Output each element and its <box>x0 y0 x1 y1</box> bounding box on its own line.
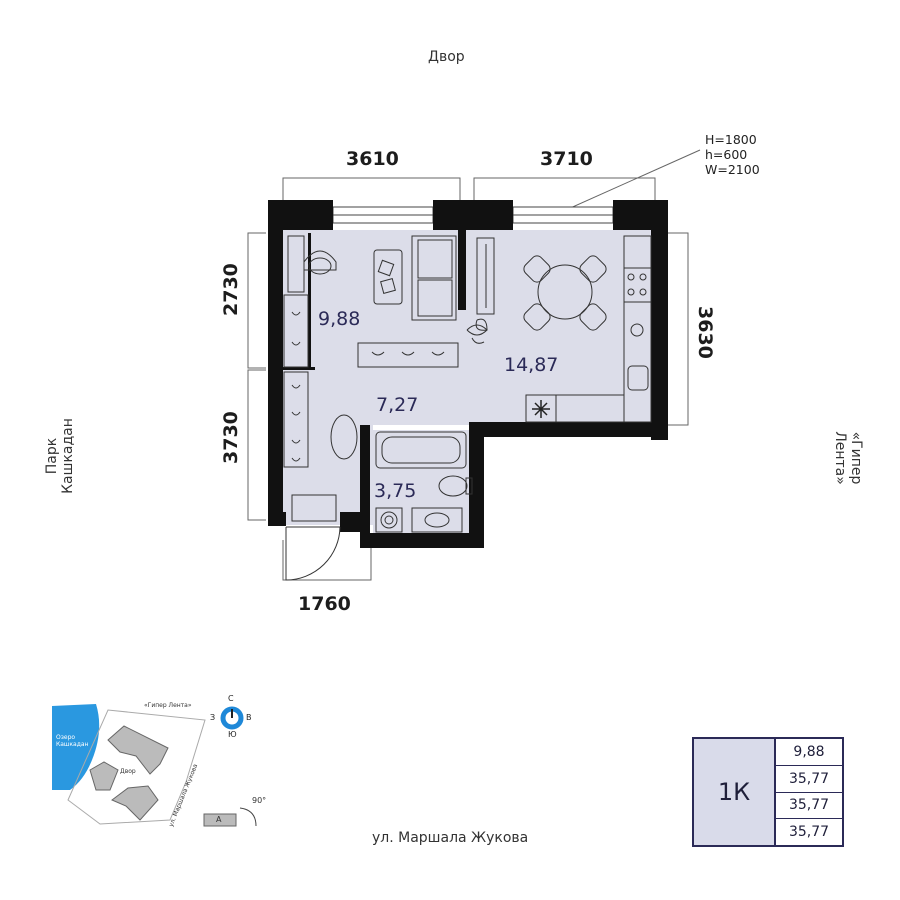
window-spec: H=1800 h=600 W=2100 <box>705 132 760 177</box>
minimap-lake-line1: Озеро <box>56 734 76 741</box>
site-buildings <box>89 725 169 821</box>
apartment-summary: 1К 9,88 35,77 35,77 35,77 <box>692 737 844 847</box>
window-spec-sill: h=600 <box>705 147 748 162</box>
walls <box>268 200 668 548</box>
window-spec-w: W=2100 <box>705 162 760 177</box>
apartment-type: 1К <box>694 739 776 845</box>
room-area-living: 14,87 <box>504 354 559 376</box>
compass-n: С <box>228 694 234 703</box>
side-label-top: Двор <box>428 49 465 65</box>
summary-value-2: 35,77 <box>776 793 842 820</box>
snowflake-icon <box>532 400 550 418</box>
minimap-yard-label: Двор <box>120 768 136 775</box>
compass-e: В <box>246 713 252 722</box>
rotation-arc <box>239 807 257 827</box>
summary-value-0: 9,88 <box>776 739 842 766</box>
room-area-hall: 7,27 <box>376 394 419 416</box>
minimap-store-label: «Гипер Лента» <box>144 702 192 709</box>
furniture <box>283 235 652 581</box>
site-outline <box>67 709 206 825</box>
side-label-bottom: ул. Маршала Жукова <box>372 830 529 846</box>
dim-top-right: 3710 <box>540 148 593 170</box>
summary-value-3: 35,77 <box>788 824 830 841</box>
minimap-angle-label: 90° <box>252 796 267 805</box>
compass-w: З <box>210 713 216 722</box>
summary-value-1: 35,77 <box>776 766 842 793</box>
lake-shape <box>52 704 100 790</box>
room-area-bath: 3,75 <box>374 480 417 502</box>
dim-bottom: 1760 <box>298 593 351 615</box>
hanger-icons <box>291 311 445 462</box>
windows <box>332 206 614 224</box>
compass-s: Ю <box>228 730 237 739</box>
minimap-lake-label: Озеро Кашкадан <box>56 734 88 748</box>
dim-top-left: 3610 <box>346 148 399 170</box>
plant-icon <box>466 318 488 344</box>
room-area-bedroom: 9,88 <box>318 308 361 330</box>
minimap-building-label: A <box>216 815 222 824</box>
summary-values: 9,88 35,77 35,77 35,77 <box>776 739 842 845</box>
minimap-lake-line2: Кашкадан <box>56 741 89 748</box>
window-spec-h: H=1800 <box>705 132 757 147</box>
building-a <box>203 813 237 827</box>
